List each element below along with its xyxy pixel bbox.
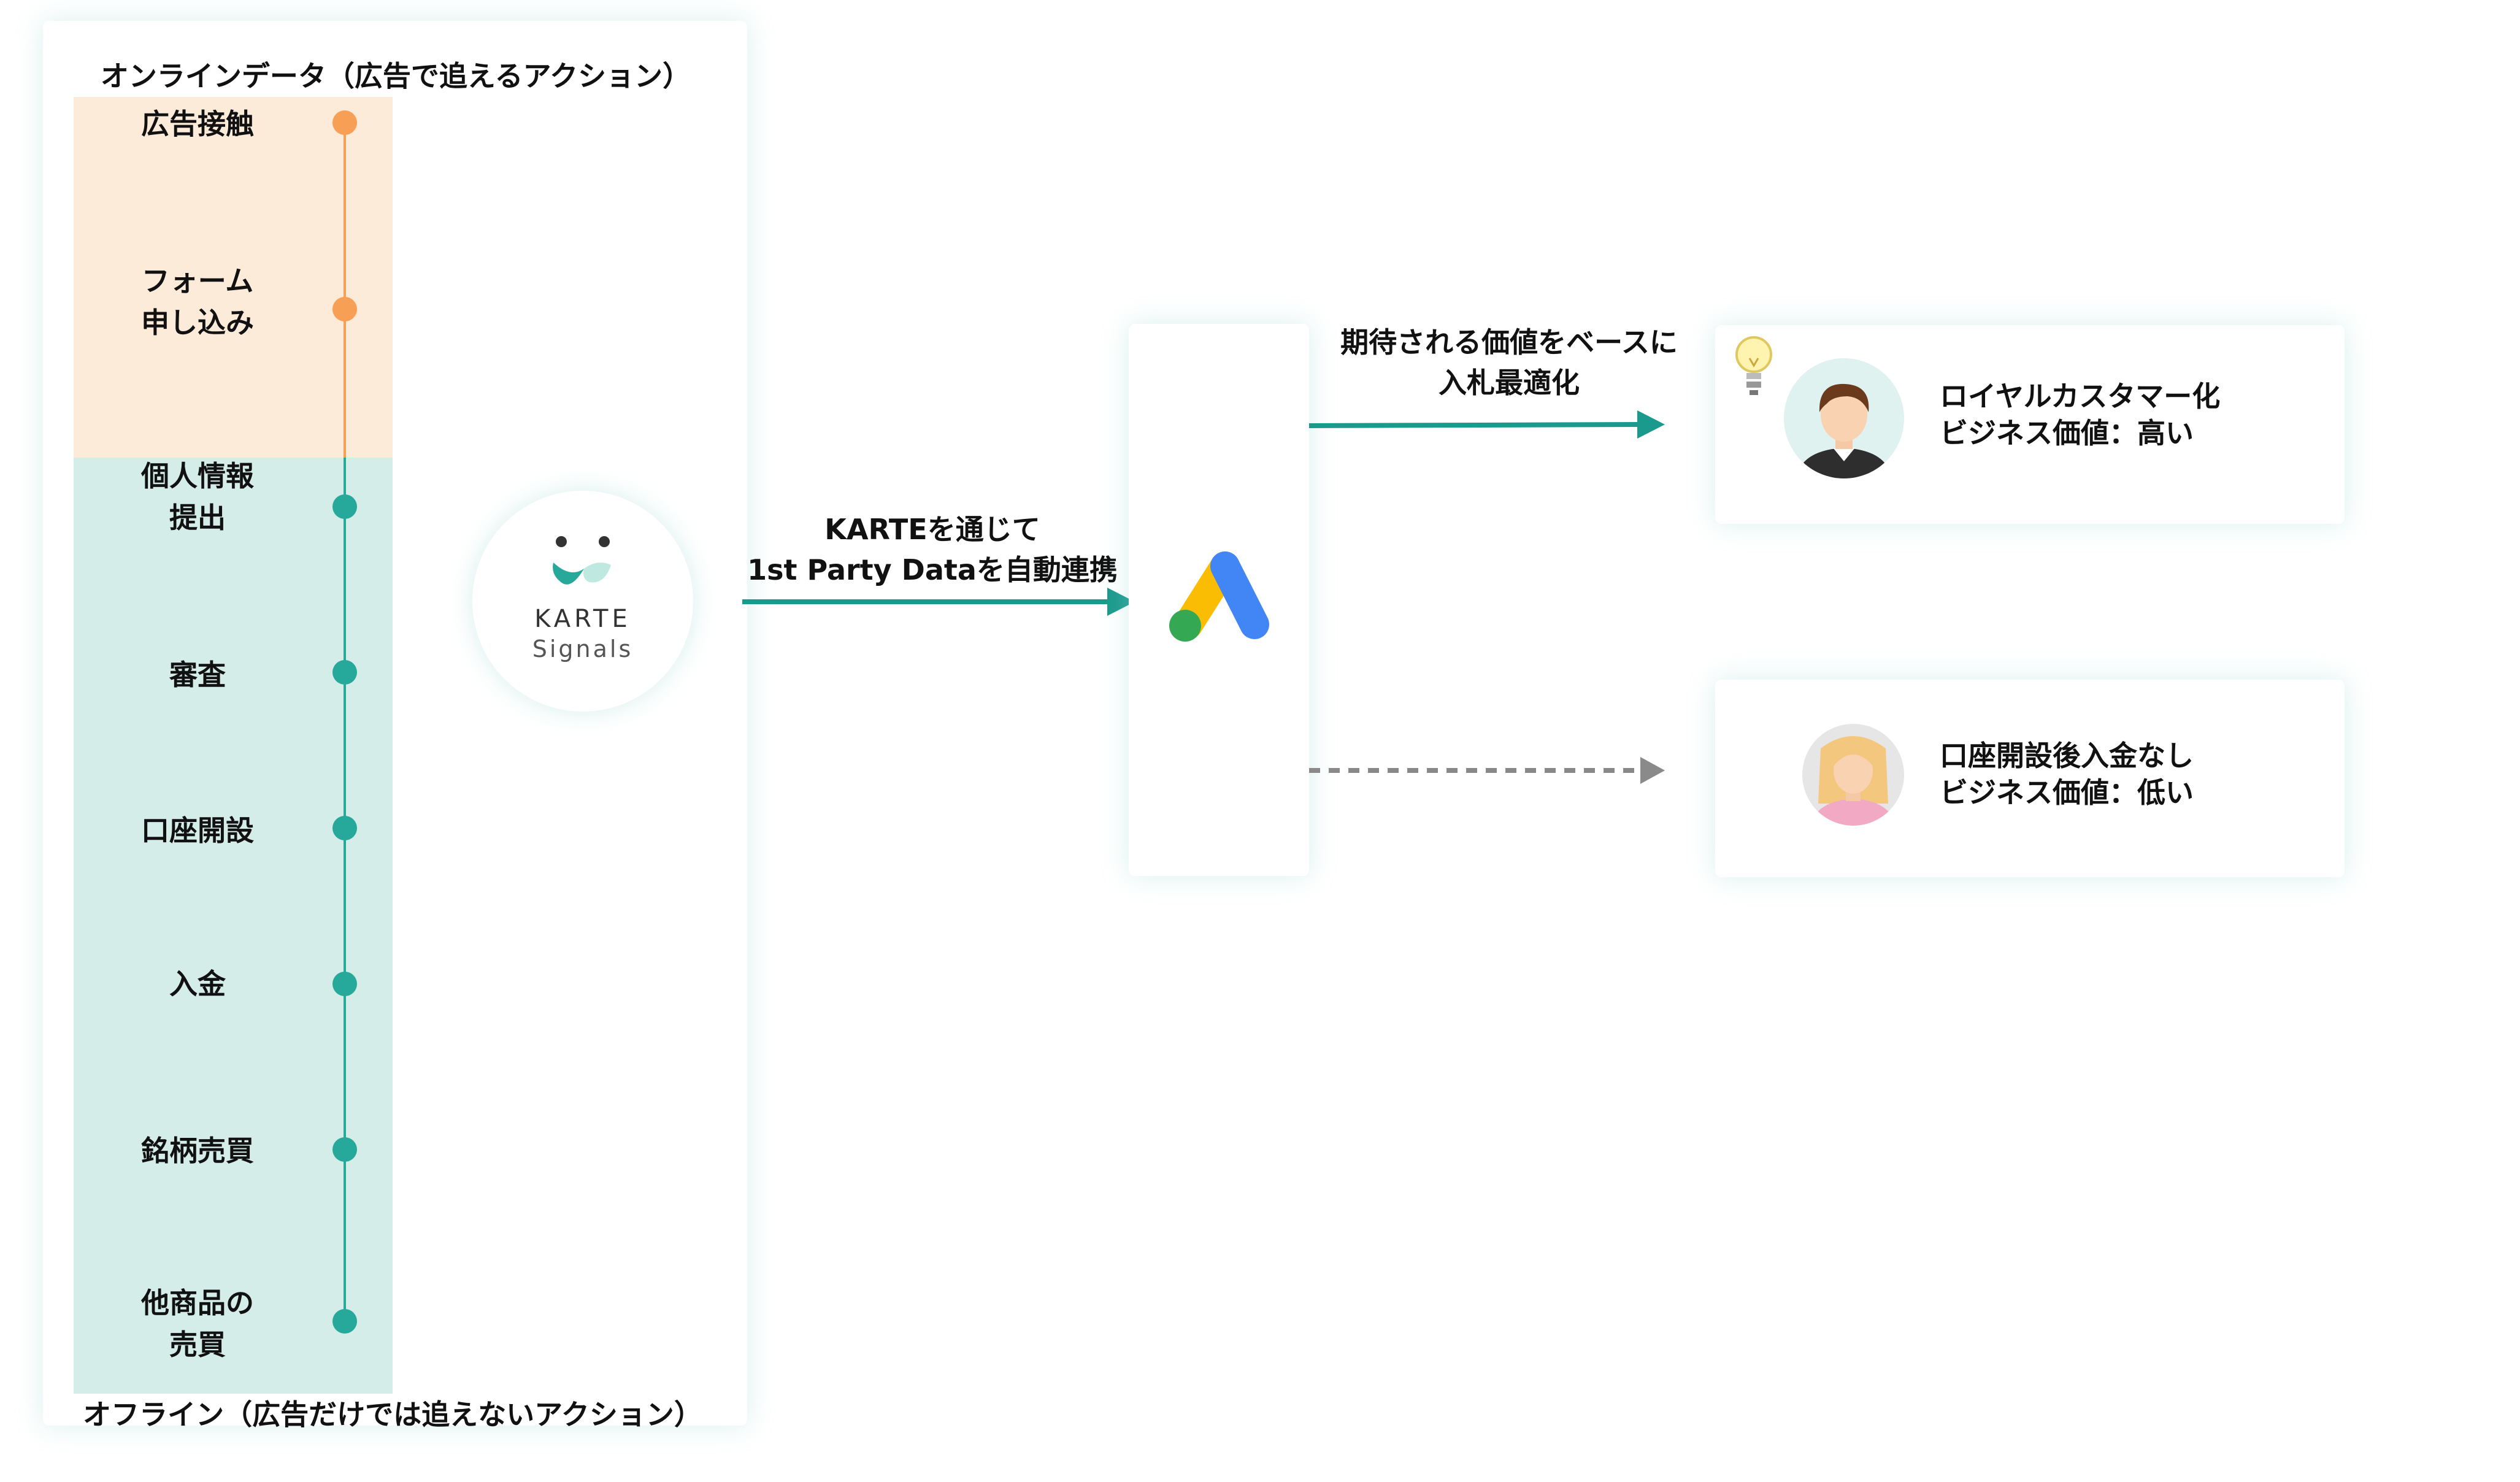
google-ads-logo-icon: [1169, 551, 1269, 642]
karte-signals-logo: KARTE Signals: [472, 491, 693, 712]
offline-data-title: オフライン（広告だけでは追えないアクション）: [83, 1398, 702, 1431]
high-value-title: ロイヤルカスタマー化: [1940, 380, 2221, 413]
online-band: [74, 97, 393, 458]
stage-dot: [332, 1137, 357, 1162]
low-value-title: 口座開設後入金なし: [1940, 739, 2194, 772]
stage-form-application-label: フォーム 申し込み: [141, 264, 254, 339]
offline-band: [74, 458, 393, 1394]
google-ads-card: [1129, 324, 1309, 876]
low-value-business-value: ビジネス価値：低い: [1940, 776, 2194, 809]
low-value-text: 口座開設後入金なし ビジネス価値：低い: [1940, 737, 2194, 811]
stage-dot: [332, 816, 357, 840]
stage-dot: [332, 1309, 357, 1334]
ads-to-low-value-arrow: [1309, 757, 1665, 784]
signals-product-text: Signals: [532, 635, 634, 662]
stage-account-opening-label: 口座開設: [141, 814, 254, 847]
lightbulb-icon: [1735, 336, 1772, 395]
bid-optimization-caption: 期待される価値をベースに 入札最適化: [1340, 326, 1678, 399]
low-value-customer-card: 口座開設後入金なし ビジネス価値：低い: [1715, 680, 2345, 877]
karte-face-icon: [553, 536, 611, 585]
stage-dot: [332, 297, 357, 321]
karte-to-ads-arrow: [742, 588, 1135, 616]
offline-timeline-line: [344, 458, 346, 1329]
karte-data-link-caption: KARTEを通じて 1st Party Dataを自動連携: [747, 513, 1118, 586]
stage-dot: [332, 660, 357, 685]
stage-dot: [332, 494, 357, 519]
high-value-text: ロイヤルカスタマー化 ビジネス価値：高い: [1940, 378, 2220, 451]
stage-dot: [332, 972, 357, 996]
stage-other-products-label: 他商品の 売買: [141, 1286, 254, 1361]
online-timeline-line: [344, 123, 346, 458]
male-customer-avatar: [1784, 358, 1904, 478]
stage-dot: [332, 110, 357, 135]
stage-review-label: 審査: [169, 658, 226, 691]
high-value-business-value: ビジネス価値：高い: [1940, 417, 2194, 450]
ads-to-high-value-arrow: [1309, 410, 1665, 439]
stage-ad-contact-label: 広告接触: [141, 107, 254, 140]
stage-personal-info-label: 個人情報 提出: [141, 459, 254, 534]
online-data-title: オンラインデータ（広告で追えるアクション）: [100, 60, 691, 93]
karte-brand-text: KARTE: [534, 605, 631, 633]
stage-stock-trading-label: 銘柄売買: [141, 1134, 254, 1167]
stage-deposit-label: 入金: [169, 967, 226, 1000]
high-value-customer-card: ロイヤルカスタマー化 ビジネス価値：高い: [1715, 325, 2345, 524]
female-customer-avatar: [1802, 724, 1904, 826]
